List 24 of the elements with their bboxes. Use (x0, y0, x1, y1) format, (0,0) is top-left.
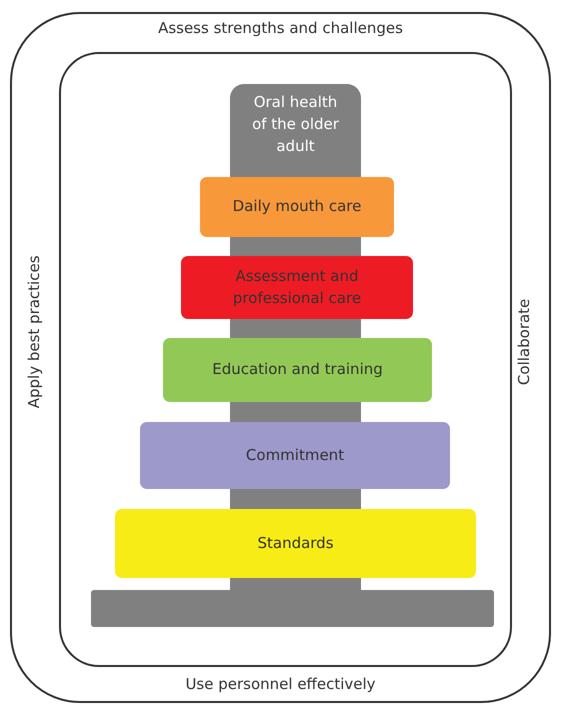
pillar-column (230, 84, 361, 177)
tier-label: Education and training (211, 359, 384, 380)
band-label: Apply best practices (24, 254, 44, 410)
tier-block (181, 256, 413, 319)
tier-label: Assessment and professional care (232, 266, 362, 308)
pillar-segment (230, 319, 361, 338)
tier-label: Standards (256, 532, 335, 554)
outer-frame (10, 12, 551, 703)
base-bar (91, 590, 494, 627)
tier-block (163, 338, 432, 402)
band-label: Use personnel effectively (184, 674, 377, 695)
inner-frame (59, 52, 512, 667)
tier-block (200, 177, 394, 237)
pillar-segment (230, 489, 361, 509)
pillar-segment (230, 237, 361, 256)
tier-label: Commitment (244, 444, 346, 466)
pillar-segment (230, 402, 361, 422)
pillar-segment (230, 578, 361, 590)
tier-block (115, 509, 476, 578)
band-label: Assess strengths and challenges (157, 18, 404, 39)
tier-block (140, 422, 450, 489)
band-label: Collaborate (514, 298, 534, 388)
pillar-label: Oral health of the older adult (251, 92, 340, 156)
tier-label: Daily mouth care (232, 196, 362, 218)
